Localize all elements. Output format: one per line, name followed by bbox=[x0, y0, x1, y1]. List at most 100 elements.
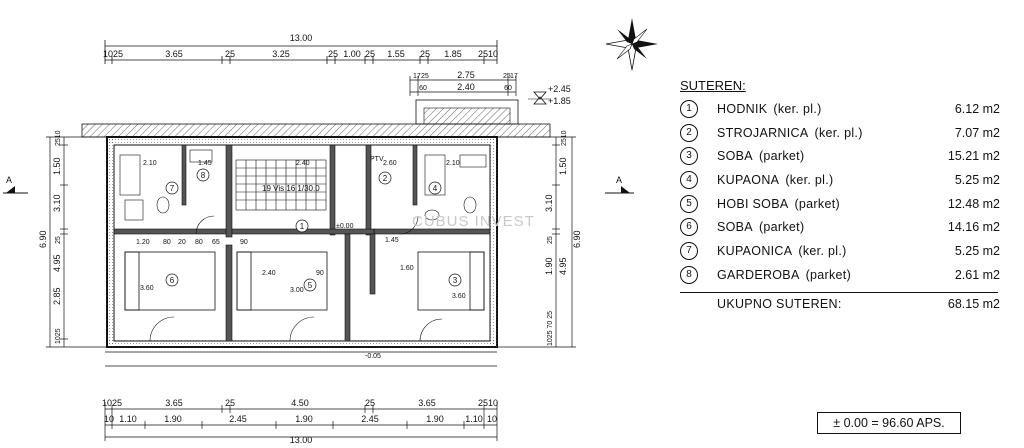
svg-text:3.25: 3.25 bbox=[272, 49, 290, 59]
svg-text:90: 90 bbox=[316, 270, 324, 277]
svg-text:2.40: 2.40 bbox=[457, 82, 475, 92]
svg-text:25: 25 bbox=[225, 398, 235, 408]
svg-text:A: A bbox=[616, 175, 622, 185]
svg-text:25: 25 bbox=[225, 49, 235, 59]
svg-text:1.90: 1.90 bbox=[426, 414, 444, 424]
room-row: 7 KUPAONICA(ker. pl.) 5.25 m2 bbox=[680, 241, 1000, 265]
svg-text:90: 90 bbox=[240, 239, 248, 246]
svg-text:4.95: 4.95 bbox=[558, 257, 568, 275]
room-name: SOBA(parket) bbox=[717, 149, 805, 164]
svg-text:3.00: 3.00 bbox=[290, 287, 304, 294]
svg-text:2.45: 2.45 bbox=[361, 414, 379, 424]
room-name: SOBA(parket) bbox=[717, 220, 805, 235]
svg-text:2.45: 2.45 bbox=[229, 414, 247, 424]
svg-text:3.60: 3.60 bbox=[140, 285, 154, 292]
svg-text:6.90: 6.90 bbox=[572, 230, 582, 248]
room-area: 5.25 m2 bbox=[954, 173, 1000, 188]
room-name: HOBI SOBA(parket) bbox=[717, 196, 840, 211]
left-dims: 2510 1.50 3.10 6.90 25 4.95 2.85 1025 bbox=[38, 130, 62, 344]
svg-text:25: 25 bbox=[365, 398, 375, 408]
svg-text:1.45: 1.45 bbox=[385, 237, 399, 244]
floor-plan-drawing: 13.00 1025 3.65 25 3.25 25 1.00 25 1.55 … bbox=[3, 18, 658, 445]
svg-text:4: 4 bbox=[433, 184, 438, 193]
schedule-total-row: UKUPNO SUTEREN: 68.15 m2 bbox=[680, 296, 1000, 316]
room-row: 6 SOBA(parket) 14.16 m2 bbox=[680, 217, 1000, 241]
bottom-dimension-lines bbox=[104, 351, 498, 441]
north-arrow-icon bbox=[605, 18, 658, 71]
svg-text:1.00: 1.00 bbox=[343, 49, 361, 59]
svg-text:2510: 2510 bbox=[478, 398, 498, 408]
svg-text:25: 25 bbox=[365, 49, 375, 59]
svg-text:2510: 2510 bbox=[561, 130, 568, 146]
svg-text:6: 6 bbox=[170, 276, 175, 285]
svg-text:2.60: 2.60 bbox=[383, 160, 397, 167]
svg-text:3.10: 3.10 bbox=[544, 194, 554, 212]
schedule-title: SUTEREN: bbox=[680, 78, 746, 93]
room-area: 12.48 m2 bbox=[947, 196, 1000, 211]
terrace-hatch bbox=[81, 123, 551, 138]
svg-text:25: 25 bbox=[55, 236, 62, 244]
section-mark-right: A bbox=[605, 175, 634, 194]
svg-text:1.20: 1.20 bbox=[136, 239, 150, 246]
svg-text:1.85: 1.85 bbox=[444, 49, 462, 59]
svg-text:25: 25 bbox=[503, 73, 511, 80]
room-number: 2 bbox=[680, 123, 698, 142]
right-dimension-lines bbox=[497, 136, 576, 348]
svg-text:1.10: 1.10 bbox=[119, 414, 137, 424]
svg-text:7: 7 bbox=[170, 184, 175, 193]
svg-text:5: 5 bbox=[308, 281, 313, 290]
stair-dimension-lines bbox=[409, 76, 517, 96]
level-markers-top: +2.45 +1.85 bbox=[528, 84, 571, 106]
svg-text:A: A bbox=[6, 175, 12, 185]
svg-text:1: 1 bbox=[300, 222, 305, 231]
svg-text:2: 2 bbox=[383, 174, 388, 183]
stair-label: 19 Vis 16 1/30.0 bbox=[262, 184, 320, 193]
svg-text:3.60: 3.60 bbox=[452, 293, 466, 300]
svg-text:2510: 2510 bbox=[478, 49, 498, 59]
room-area: 5.25 m2 bbox=[954, 244, 1000, 259]
bottom-dims-1: 1025 3.65 25 4.50 25 3.65 2510 bbox=[102, 398, 498, 408]
room-number: 5 bbox=[680, 194, 698, 213]
svg-text:1025: 1025 bbox=[103, 49, 123, 59]
right-dims: 2510 1.50 3.10 6.90 25 1.90 4.95 1025 70… bbox=[544, 130, 582, 346]
svg-text:1.90: 1.90 bbox=[164, 414, 182, 424]
top-dimension-lines bbox=[104, 40, 498, 64]
room-row: 3 SOBA(parket) 15.21 m2 bbox=[680, 146, 1000, 170]
svg-text:3.10: 3.10 bbox=[52, 194, 62, 212]
bathroom-fixtures bbox=[119, 149, 487, 221]
svg-text:3.65: 3.65 bbox=[418, 398, 436, 408]
svg-text:2.75: 2.75 bbox=[457, 70, 475, 80]
svg-text:4.50: 4.50 bbox=[291, 398, 309, 408]
svg-text:3.65: 3.65 bbox=[165, 398, 183, 408]
svg-text:2.85: 2.85 bbox=[52, 287, 62, 305]
level-reference-note: ± 0.00 = 96.60 APS. bbox=[817, 412, 961, 434]
room-number: 8 bbox=[680, 265, 698, 284]
room-name: KUPAONA(ker. pl.) bbox=[717, 173, 834, 188]
svg-text:1.60: 1.60 bbox=[400, 265, 414, 272]
svg-text:60: 60 bbox=[419, 85, 427, 92]
schedule-divider bbox=[680, 291, 998, 293]
watermark: CUBUS INVEST bbox=[412, 213, 535, 230]
floor-level: ±0.00 bbox=[336, 223, 354, 230]
svg-text:3: 3 bbox=[453, 276, 458, 285]
svg-text:+2.45: +2.45 bbox=[548, 84, 571, 94]
svg-text:1025: 1025 bbox=[55, 328, 62, 344]
exterior-level: -0.05 bbox=[365, 353, 381, 360]
svg-text:25: 25 bbox=[420, 49, 430, 59]
room-number: 1 bbox=[680, 100, 698, 118]
svg-text:2.40: 2.40 bbox=[296, 160, 310, 167]
svg-text:25: 25 bbox=[421, 73, 429, 80]
beds bbox=[124, 251, 485, 311]
svg-text:2510: 2510 bbox=[55, 130, 62, 146]
room-area: 15.21 m2 bbox=[947, 149, 1000, 164]
svg-text:1025: 1025 bbox=[102, 398, 122, 408]
room-row: 2 STROJARNICA(ker. pl.) 7.07 m2 bbox=[680, 123, 1000, 147]
room-markers bbox=[165, 168, 462, 292]
section-mark-left: A bbox=[3, 175, 28, 194]
svg-text:1.50: 1.50 bbox=[558, 157, 568, 175]
interior-dims: 2.10 1.45 2.40 2.60 2.10 1.20 80 20 80 6… bbox=[136, 156, 466, 300]
door-swings bbox=[149, 215, 443, 342]
stair bbox=[235, 159, 327, 211]
svg-text:1025 70 25: 1025 70 25 bbox=[547, 311, 554, 346]
room-schedule: SUTEREN: 1 HODNIK(ker. pl.) 6.12 m2 2 ST… bbox=[680, 78, 1000, 316]
